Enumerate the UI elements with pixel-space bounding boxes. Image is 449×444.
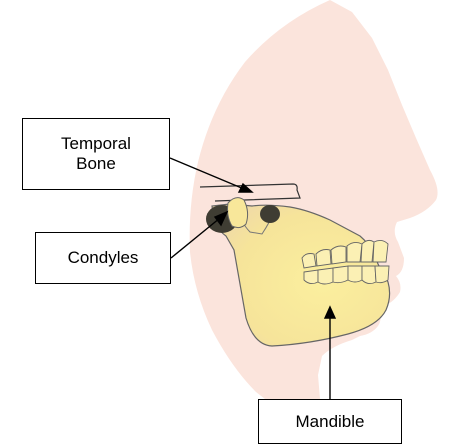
temporal-bone-label-line1: Temporal: [61, 134, 131, 154]
condyles-label-text: Condyles: [68, 248, 139, 268]
condyle-head: [228, 198, 248, 228]
temporal-bone-label-line2: Bone: [76, 154, 116, 174]
mandible-label-text: Mandible: [296, 412, 365, 432]
temporal-bone-label: Temporal Bone: [22, 118, 170, 190]
condyles-label: Condyles: [35, 232, 171, 284]
mandible-label: Mandible: [258, 399, 402, 444]
condyle-back: [260, 205, 280, 223]
